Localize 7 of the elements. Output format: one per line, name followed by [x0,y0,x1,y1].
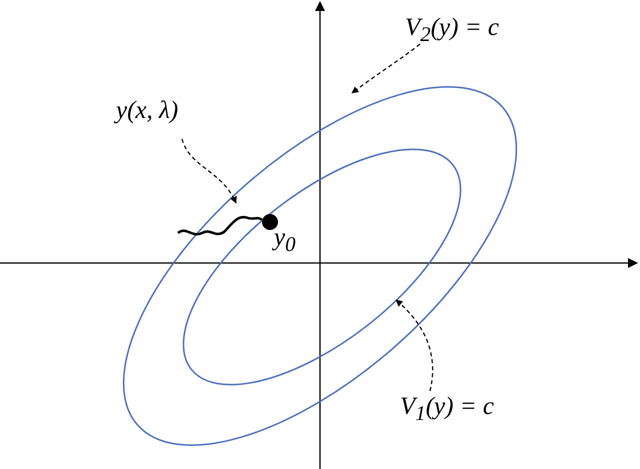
leader-arrow [351,44,420,94]
leader-arrow [181,138,237,204]
point-label: y$_{0}$ [274,224,296,256]
math-label: V$_{1}$(y) = c [400,393,494,425]
leader-arrow [395,300,434,392]
math-label: V$_{2}$(y) = c [405,14,499,46]
math-label: y(x, λ) [116,97,178,124]
